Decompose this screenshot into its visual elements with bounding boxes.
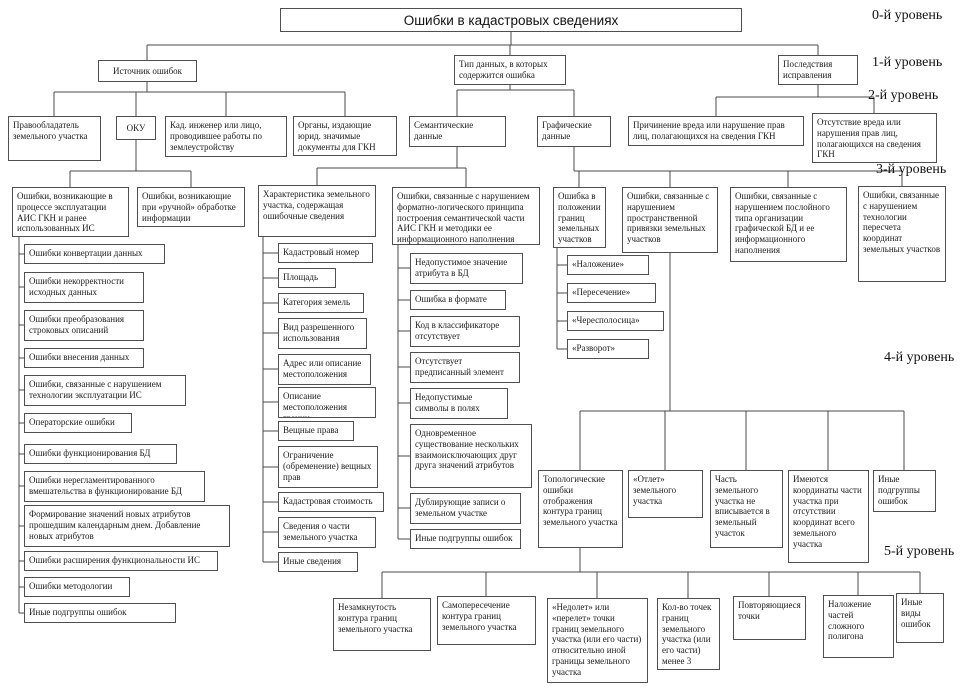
node-methodology-errors: Ошибки методологии	[24, 577, 130, 597]
node-part-coords-without-whole: Имеются координаты части участка при отс…	[788, 470, 869, 563]
node-is-operation-tech-errors: Ошибки, связанные с нарушением технологи…	[24, 375, 186, 406]
node-unclosed-contour: Незамкнутость контура границ земельного …	[333, 598, 431, 651]
node-address-or-location: Адрес или описание местоположения	[278, 354, 371, 385]
node-other-error-types: Иные виды ошибок	[896, 593, 944, 643]
node-part-not-fitting: Часть земельного участка не вписывается …	[710, 470, 783, 548]
node-other-error-subgroups-graphic: Иные подгруппы ошибок	[873, 470, 936, 512]
node-mutually-exclusive-values: Одновременное существование нескольких в…	[410, 424, 532, 488]
node-manual-processing-errors: Ошибки, возникающие при «ручной» обработ…	[137, 187, 245, 227]
node-missing-classifier-code: Код в классификаторе отсутствует	[410, 316, 520, 347]
node-incorrect-source-data: Ошибки некорректности исходных данных	[24, 272, 144, 303]
node-data-conversion-errors: Ошибки конвертации данных	[24, 244, 165, 264]
node-strip-farming: «Чересполосица»	[567, 311, 664, 331]
node-issuing-authorities: Органы, издающие юрид. значимые документ…	[293, 116, 397, 156]
node-graphic-data: Графические данные	[537, 116, 611, 147]
level-label-2: 2-й уровень	[868, 88, 939, 103]
node-cadastral-engineer: Кад. инженер или лицо, проводившее работ…	[165, 116, 287, 157]
node-parcel-part-info: Сведения о части земельного участка	[278, 517, 376, 548]
node-spatial-reference-errors: Ошибки, связанные с нарушением пространс…	[622, 187, 718, 253]
node-boundary-position-error: Ошибка в положении границ земельных учас…	[553, 187, 606, 248]
node-is-functionality-extension: Ошибки расширения функциональности ИС	[24, 551, 218, 571]
level-label-1: 1-й уровень	[872, 55, 943, 70]
node-parcel-characteristic: Характеристика земельного участка, содер…	[258, 185, 376, 237]
node-rights-restriction: Ограничение (обременение) вещных прав	[278, 446, 378, 488]
node-boundary-location-description: Описание местоположения границ	[278, 387, 376, 418]
node-property-rights: Вещные права	[278, 421, 354, 441]
node-unregulated-db-interference: Ошибки нерегламентированного вмешательст…	[24, 471, 205, 502]
node-format-error: Ошибка в формате	[410, 290, 506, 310]
node-ais-gkn-operation-errors: Ошибки, возникающие в процессе эксплуата…	[12, 187, 129, 237]
node-operator-errors: Операторские ошибки	[24, 413, 132, 433]
node-db-functioning-errors: Ошибки функционирования БД	[24, 444, 177, 464]
level-label-3: 3-й уровень	[876, 162, 947, 177]
node-area: Площадь	[278, 268, 336, 288]
node-correction-consequences: Последствия исправления	[778, 55, 858, 85]
node-land-category: Категория земель	[278, 293, 364, 313]
node-self-intersection: Самопересечение контура границ земельног…	[437, 596, 536, 645]
node-repeating-points: Повторяющиеся точки	[733, 596, 806, 640]
node-rights-holder: Правообладатель земельного участка	[8, 116, 101, 161]
node-other-error-subgroups-is: Иные подгруппы ошибок	[24, 603, 176, 623]
node-rotation: «Разворот»	[567, 339, 649, 359]
node-new-attribute-values: Формирование значений новых атрибутов пр…	[24, 505, 230, 547]
node-parcel-flyaway: «Отлет» земельного участка	[628, 470, 703, 518]
level-label-4: 4-й уровень	[884, 350, 955, 365]
node-other-error-subgroups-semantic: Иные подгруппы ошибок	[410, 529, 521, 549]
node-duplicate-records: Дублирующие записи о земельном участке	[410, 493, 521, 524]
node-other-info: Иные сведения	[278, 552, 358, 572]
node-permitted-use-type: Вид разрешенного использования	[278, 318, 367, 349]
node-no-harm: Отсутствие вреда или нарушения прав лиц,…	[812, 113, 937, 163]
node-string-transform-errors: Ошибки преобразования строковых описаний	[24, 310, 144, 341]
node-format-logic-errors: Ошибки, связанные с нарушением форматно-…	[392, 187, 540, 245]
node-harm-caused: Причинение вреда или нарушение прав лиц,…	[628, 116, 804, 146]
node-less-than-3-points: Кол-во точек границ земельного участка (…	[657, 598, 720, 670]
node-layer-organization-errors: Ошибки, связанные с нарушением послойног…	[730, 187, 847, 262]
node-data-type-with-error: Тип данных, в которых содержится ошибка	[454, 55, 566, 85]
node-oku: ОКУ	[116, 116, 156, 140]
node-source-of-errors: Источник ошибок	[98, 60, 197, 82]
node-undershoot-overshoot: «Недолет» или «перелет» точки границ зем…	[547, 598, 648, 683]
node-invalid-characters: Недопустимые символы в полях	[410, 388, 508, 419]
level-label-5: 5-й уровень	[884, 544, 955, 559]
node-cadastral-number: Кадастровый номер	[278, 243, 373, 263]
diagram-title: Ошибки в кадастровых сведениях	[280, 8, 742, 32]
level-label-0: 0-й уровень	[872, 8, 943, 23]
node-coordinate-recalc-errors: Ошибки, связанные с нарушением технологи…	[858, 186, 946, 282]
node-complex-polygon-overlap: Наложение частей сложного полигона	[823, 595, 894, 658]
node-cadastral-value: Кадастровая стоимость	[278, 492, 384, 512]
node-data-entry-errors: Ошибки внесения данных	[24, 348, 144, 368]
node-overlap: «Наложение»	[567, 255, 649, 275]
node-topological-contour-errors: Топологические ошибки отображения контур…	[538, 470, 623, 548]
node-missing-required-element: Отсутствует предписанный элемент	[410, 352, 520, 383]
node-semantic-data: Семантические данные	[409, 116, 506, 147]
node-intersection: «Пересечение»	[567, 283, 656, 303]
node-invalid-attribute-value: Недопустимое значение атрибута в БД	[410, 253, 523, 284]
